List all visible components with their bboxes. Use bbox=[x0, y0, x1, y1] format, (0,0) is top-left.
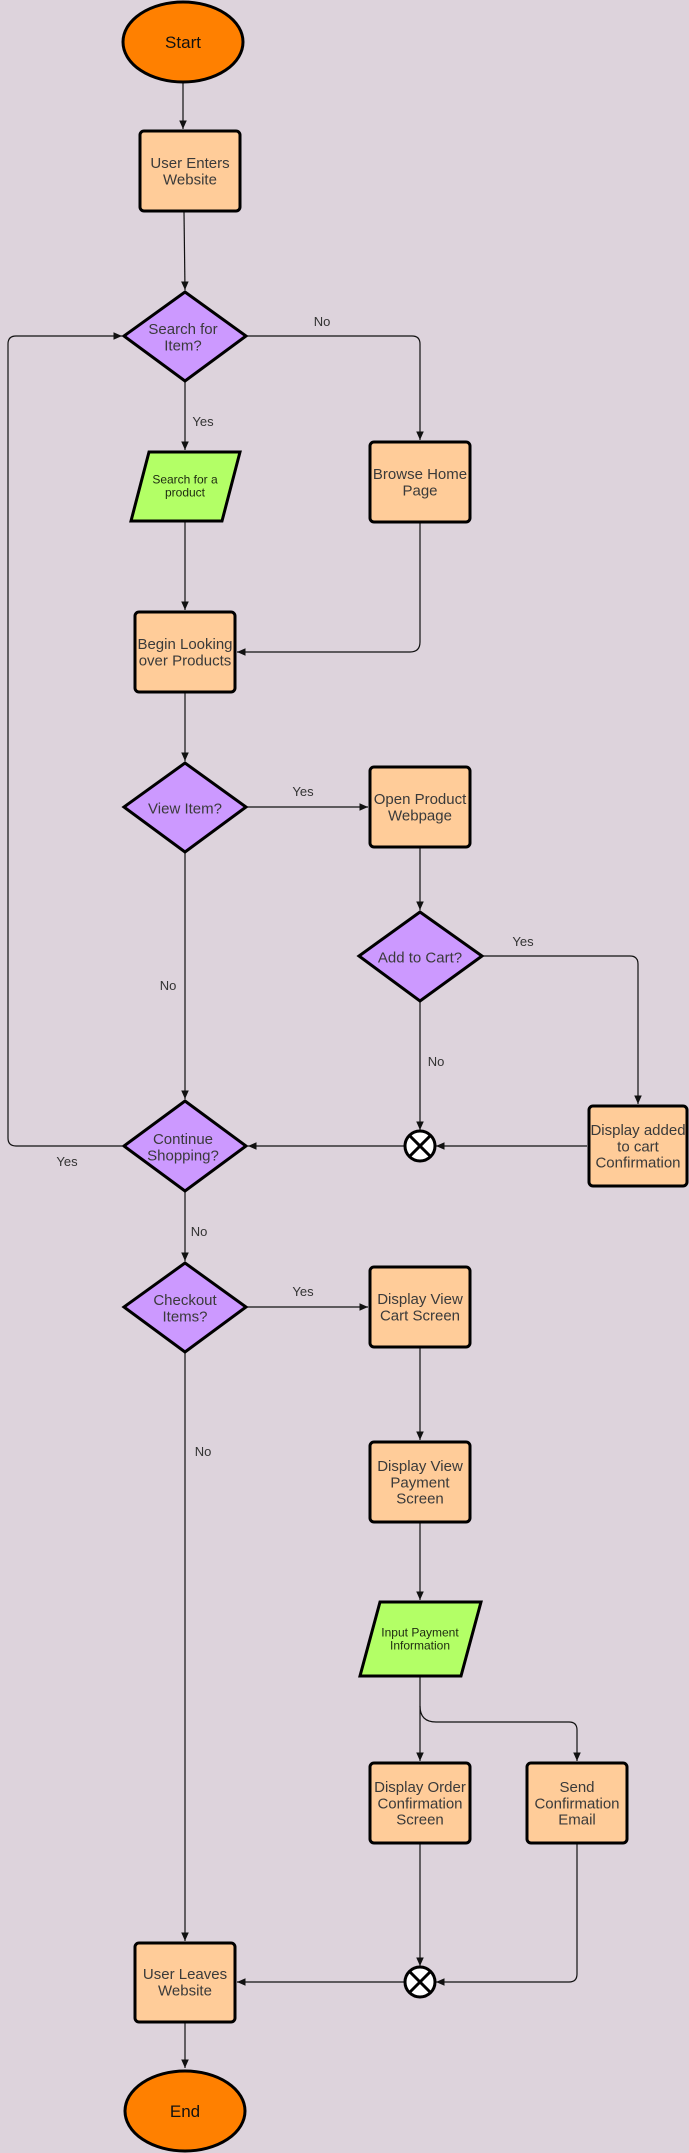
view-item-decision: View Item? bbox=[121, 761, 249, 854]
edge-input-to-email bbox=[419, 1705, 581, 1761]
edge-labels: No Yes Yes No Yes No Yes No Yes No bbox=[56, 314, 534, 1459]
view-item-label: View Item? bbox=[148, 800, 222, 817]
edge-label-view-yes: Yes bbox=[292, 784, 314, 799]
end-label: End bbox=[170, 2102, 200, 2121]
edge-label-checkout-yes: Yes bbox=[292, 1284, 314, 1299]
edge-continue-yes bbox=[7, 332, 122, 1147]
edge-browse-to-begin bbox=[237, 522, 421, 656]
edge-label-add-no: No bbox=[428, 1054, 445, 1069]
edge-enter-to-search bbox=[181, 211, 189, 291]
edge-label-continue-no: No bbox=[191, 1224, 208, 1239]
edge-label-search-yes: Yes bbox=[192, 414, 214, 429]
edge-label-search-no: No bbox=[314, 314, 331, 329]
edge-label-add-yes: Yes bbox=[512, 934, 534, 949]
start-node: Start bbox=[121, 0, 245, 84]
edge-add-yes bbox=[482, 955, 642, 1104]
merge-junction-bottom bbox=[403, 1965, 437, 1999]
edge-label-checkout-no: No bbox=[195, 1444, 212, 1459]
edge-email-to-merge bbox=[436, 1843, 578, 1986]
merge-junction-top bbox=[403, 1129, 437, 1163]
edge-search-no bbox=[246, 335, 424, 440]
end-node: End bbox=[123, 2069, 247, 2153]
edge-label-continue-yes: Yes bbox=[56, 1154, 78, 1169]
add-to-cart-decision: Add to Cart? bbox=[356, 910, 485, 1003]
start-label: Start bbox=[165, 33, 201, 52]
add-to-cart-label: Add to Cart? bbox=[378, 949, 462, 966]
edge-label-view-no: No bbox=[160, 978, 177, 993]
edges bbox=[7, 83, 642, 2068]
